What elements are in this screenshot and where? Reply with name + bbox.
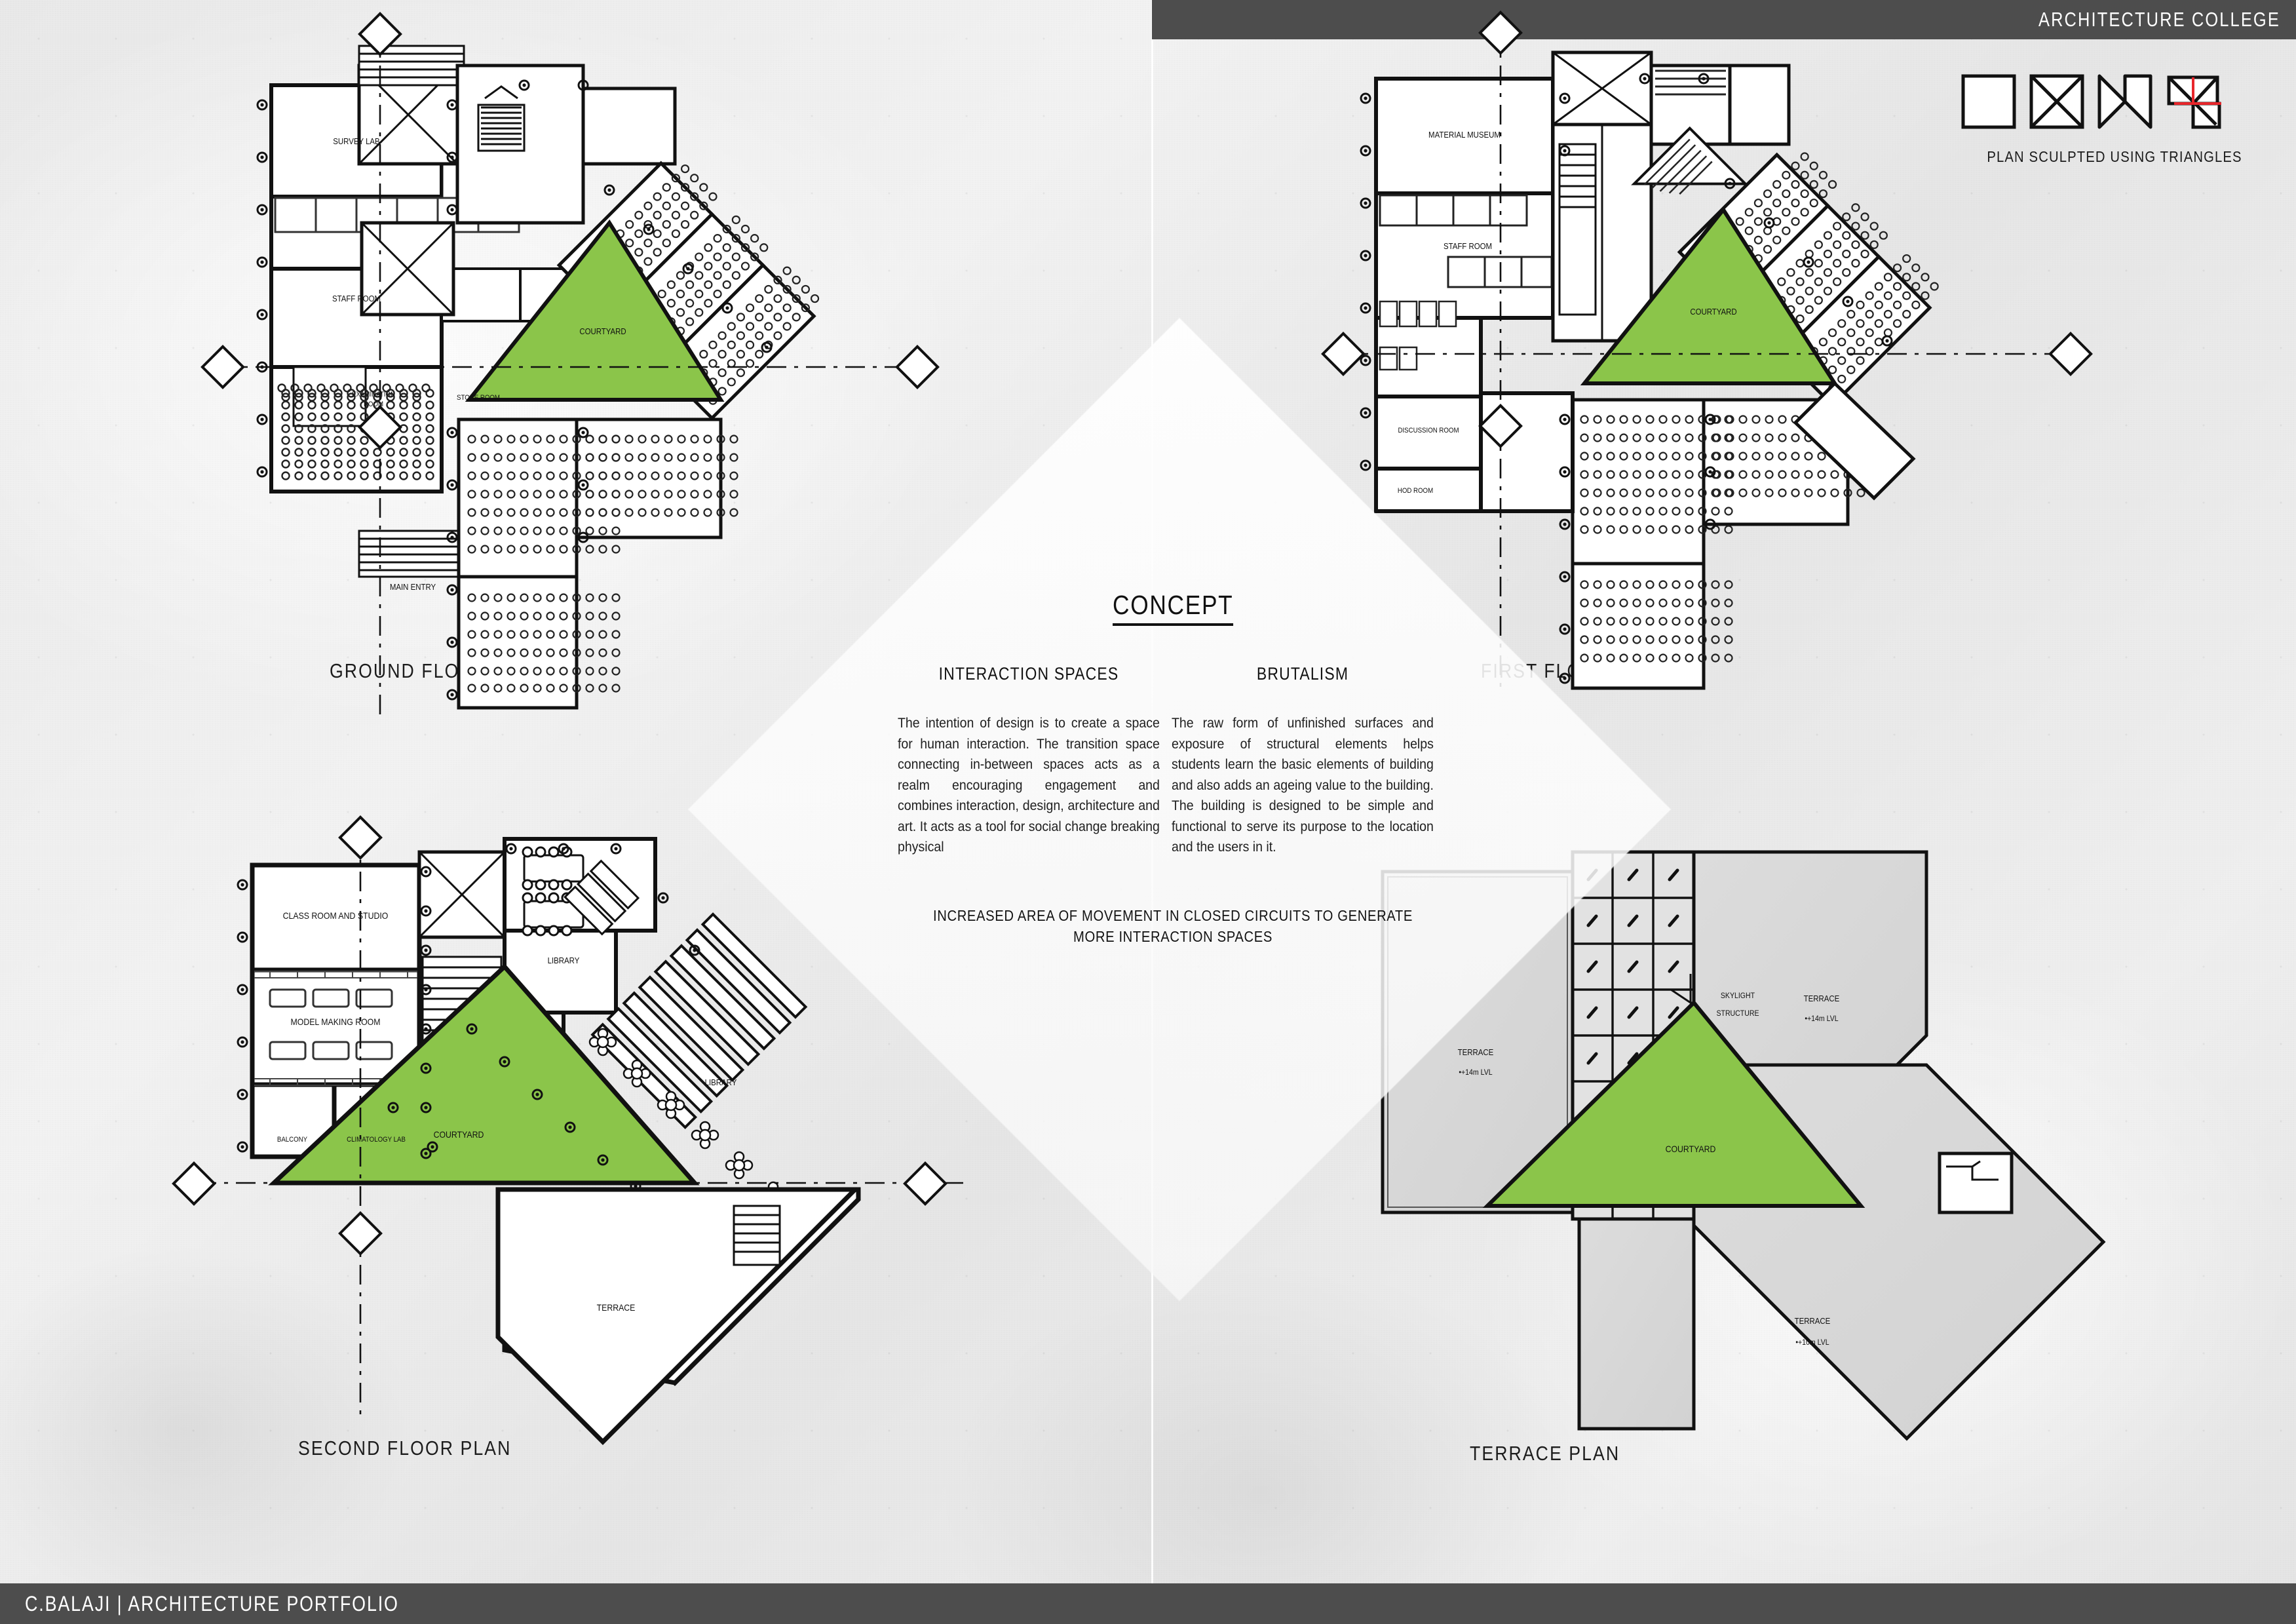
chevron-triangles-icon (2097, 73, 2153, 130)
svg-text:HOD ROOM: HOD ROOM (1398, 488, 1433, 495)
svg-text:STAFF ROOM: STAFF ROOM (1444, 241, 1492, 251)
svg-text:•+14m LVL: •+14m LVL (1459, 1068, 1492, 1077)
concept-body-brutalism: The raw form of unfinished surfaces and … (1172, 716, 1434, 855)
concept-title: CONCEPT (1112, 590, 1234, 626)
svg-text:COURTYARD: COURTYARD (1690, 307, 1736, 317)
svg-text:SURVEY LAB: SURVEY LAB (333, 136, 379, 146)
ground-floor-plan-drawing: SURVEY LAB STAFF ROOM EXAMINATION ROOM S… (201, 12, 940, 721)
svg-text:CLIMATOLOGY LAB: CLIMATOLOGY LAB (347, 1136, 406, 1144)
svg-text:DISCUSSION ROOM: DISCUSSION ROOM (1398, 427, 1459, 435)
svg-text:STRUCTURE: STRUCTURE (1716, 1009, 1759, 1018)
footer-bar: C.BALAJI | ARCHITECTURE PORTFOLIO (0, 1583, 2296, 1624)
first-floor-plan-drawing: MATERIAL MUSEUM STAFF ROOM DISCUSSION RO… (1321, 10, 2093, 695)
svg-text:LIBRARY: LIBRARY (705, 1077, 737, 1087)
square-icon (1961, 73, 2017, 130)
svg-text:TERRACE: TERRACE (1804, 994, 1840, 1003)
square-crossed-icon (2029, 73, 2085, 130)
svg-text:MAIN ENTRY: MAIN ENTRY (390, 582, 436, 592)
header-bar: ARCHITECTURE COLLEGE (1152, 0, 2296, 39)
svg-text:LIBRARY: LIBRARY (548, 956, 580, 965)
concept-block: CONCEPT INTERACTION SPACES The intention… (898, 590, 1448, 948)
svg-text:TERRACE: TERRACE (597, 1302, 636, 1313)
svg-text:•+14m LVL: •+14m LVL (1805, 1015, 1838, 1023)
svg-text:STORE ROOM: STORE ROOM (457, 395, 500, 402)
svg-text:TERRACE: TERRACE (1458, 1047, 1494, 1057)
footer-title: C.BALAJI | ARCHITECTURE PORTFOLIO (25, 1591, 399, 1615)
svg-text:STAFF ROOM: STAFF ROOM (332, 294, 381, 303)
svg-text:•+10m LVL: •+10m LVL (1795, 1338, 1829, 1347)
svg-text:COURTYARD: COURTYARD (434, 1129, 484, 1140)
svg-text:ROOM: ROOM (364, 401, 383, 409)
concept-heading-interaction-spaces: INTERACTION SPACES (938, 664, 1119, 684)
terrace-plan-title: TERRACE PLAN (1470, 1442, 1620, 1465)
second-floor-plan-title: SECOND FLOOR PLAN (298, 1437, 512, 1460)
concept-column-interaction-spaces: INTERACTION SPACES The intention of desi… (898, 664, 1160, 858)
svg-text:CLASS ROOM AND STUDIO: CLASS ROOM AND STUDIO (283, 910, 389, 921)
svg-text:EXAMINATION: EXAMINATION (352, 391, 395, 399)
concept-heading-brutalism: BRUTALISM (1256, 664, 1349, 684)
svg-text:SKYLIGHT: SKYLIGHT (1721, 992, 1755, 1000)
svg-text:MATERIAL MUSEUM: MATERIAL MUSEUM (1428, 130, 1501, 140)
header-title: ARCHITECTURE COLLEGE (2038, 8, 2280, 31)
triangle-diagram-caption: PLAN SCULPTED USING TRIANGLES (1987, 148, 2242, 165)
concept-footnote: INCREASED AREA OF MOVEMENT IN CLOSED CIR… (932, 906, 1413, 946)
svg-text:COURTYARD: COURTYARD (1666, 1144, 1716, 1154)
svg-text:BALCONY: BALCONY (277, 1136, 307, 1144)
triangle-concept-diagram: PLAN SCULPTED USING TRIANGLES (1961, 73, 2268, 166)
svg-text:COURTYARD: COURTYARD (579, 326, 626, 336)
rotated-composition-icon (2165, 73, 2221, 130)
concept-body-interaction-spaces: The intention of design is to create a s… (898, 716, 1160, 855)
second-floor-plan-drawing: CLASS ROOM AND STUDIO MODEL MAKING ROOM … (172, 815, 970, 1445)
concept-column-brutalism: BRUTALISM The raw form of unfinished sur… (1172, 664, 1434, 858)
svg-text:TERRACE: TERRACE (1795, 1316, 1831, 1326)
svg-text:MODEL MAKING ROOM: MODEL MAKING ROOM (291, 1016, 381, 1027)
